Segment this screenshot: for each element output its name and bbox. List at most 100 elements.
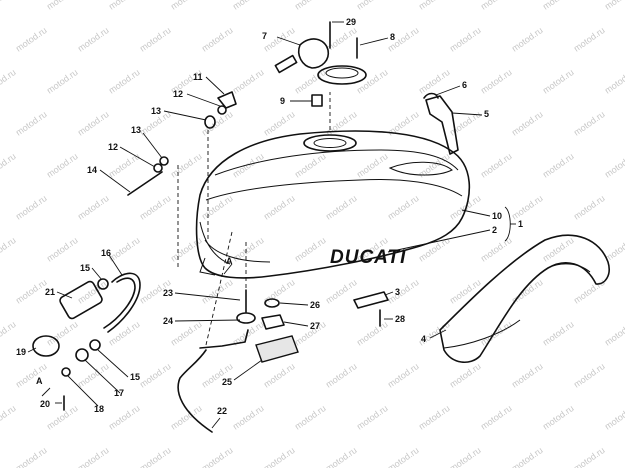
callout-27: 27 (310, 321, 320, 331)
watermark-text: motod.ru (417, 0, 452, 12)
clamp-15 (97, 278, 109, 290)
callout-18: 18 (94, 404, 104, 414)
fuel-tank: DUCATI (195, 130, 471, 279)
watermark-text: motod.ru (479, 403, 514, 432)
callout-13b: 13 (131, 125, 141, 135)
watermark-text: motod.ru (107, 403, 142, 432)
watermark-text: motod.ru (572, 445, 607, 468)
callout-25: 25 (222, 377, 232, 387)
watermark-text: motod.ru (231, 67, 266, 96)
watermark-text: motod.ru (324, 277, 359, 306)
bush-13 (204, 115, 216, 129)
callout-29: 29 (346, 17, 356, 27)
hose-16-inner (103, 277, 136, 329)
seat (439, 234, 610, 363)
view-label: A (36, 376, 43, 386)
watermark-text: motod.ru (479, 151, 514, 180)
watermark-text: motod.ru (0, 319, 18, 348)
watermark-text: motod.ru (541, 0, 576, 12)
watermark-text: motod.ru (448, 277, 483, 306)
watermark-text: motod.ru (572, 193, 607, 222)
watermark-text: motod.ru (45, 403, 80, 432)
watermark-text: motod.ru (0, 403, 18, 432)
watermark-text: motod.ru (14, 25, 49, 54)
callout-5: 5 (484, 109, 489, 119)
callout-23: 23 (163, 288, 173, 298)
watermark-text: motod.ru (45, 67, 80, 96)
watermark-text: motod.ru (0, 67, 18, 96)
callout-9: 9 (280, 96, 285, 106)
watermark-text: motod.ru (324, 361, 359, 390)
watermark-text: motod.ru (448, 445, 483, 468)
panel-25 (255, 335, 299, 363)
watermark-text: motod.ru (386, 277, 421, 306)
watermark-text: motod.ru (479, 0, 514, 12)
watermark-text: motod.ru (262, 25, 297, 54)
callout-20: 20 (40, 399, 50, 409)
watermark-text: motod.ru (107, 319, 142, 348)
watermark-text: motod.ru (200, 277, 235, 306)
watermark-text: motod.ru (448, 25, 483, 54)
watermark-text: motod.ru (510, 361, 545, 390)
watermark-text: motod.ru (14, 109, 49, 138)
watermark-text: motod.ru (479, 235, 514, 264)
watermark-text: motod.ru (76, 445, 111, 468)
watermark-text: motod.ru (76, 109, 111, 138)
watermark-text: motod.ru (231, 151, 266, 180)
callout-17: 17 (114, 388, 124, 398)
watermark-text: motod.ru (510, 445, 545, 468)
watermark-text: motod.ru (169, 319, 204, 348)
watermark-text: motod.ru (324, 109, 359, 138)
bolt-14 (127, 171, 163, 196)
watermark-text: motod.ru (603, 319, 625, 348)
watermark-text: motod.ru (355, 403, 390, 432)
watermark-text: motod.ru (324, 193, 359, 222)
callout-14: 14 (87, 165, 97, 175)
watermark-text: motod.ru (293, 0, 328, 12)
clamp-17 (75, 348, 89, 362)
hose-16 (107, 272, 141, 333)
watermark-text: motod.ru (231, 0, 266, 12)
callout-16: 16 (101, 248, 111, 258)
callout-11: 11 (193, 72, 203, 82)
callout-1: 1 (518, 219, 523, 229)
watermark-text: motod.ru (231, 235, 266, 264)
clamp-15b (89, 339, 101, 351)
pin-6 (423, 92, 439, 99)
drain-hose-22 (177, 349, 213, 433)
callout-12: 12 (173, 89, 183, 99)
bracket-11 (217, 91, 237, 109)
watermark-text: motod.ru (138, 445, 173, 468)
watermark-text: motod.ru (14, 193, 49, 222)
callouts: 29 7 8 9 6 5 11 12 13 13 12 14 10 2 1 16… (16, 17, 523, 416)
watermark-text: motod.ru (138, 25, 173, 54)
watermark-text: motod.ru (0, 151, 18, 180)
watermark-text: motod.ru (603, 151, 625, 180)
watermark-text: motod.ru (45, 0, 80, 12)
watermark-text: motod.ru (138, 361, 173, 390)
watermark-text: motod.ru (572, 25, 607, 54)
watermark-text: motod.ru (324, 445, 359, 468)
watermark-text: motod.ru (200, 193, 235, 222)
watermark-text: motod.ru (541, 67, 576, 96)
watermark-text: motod.ru (138, 193, 173, 222)
view-arrow (223, 263, 233, 275)
callout-13: 13 (151, 106, 161, 116)
watermark-text: motod.ru (262, 361, 297, 390)
part-27 (261, 314, 285, 330)
watermark-text: motod.ru (107, 67, 142, 96)
watermark-text: motod.ru (479, 67, 514, 96)
watermark-text: motod.ru (0, 235, 18, 264)
watermark-text: motod.ru (45, 235, 80, 264)
watermark-text: motod.ru (541, 319, 576, 348)
watermark-text: motod.ru (262, 193, 297, 222)
leader-lines (27, 21, 516, 429)
fuel-cap (274, 38, 367, 85)
watermark-text: motod.ru (200, 25, 235, 54)
watermark-text: motod.ru (603, 403, 625, 432)
fuel-filter-21 (59, 280, 103, 320)
callout-22: 22 (217, 406, 227, 416)
watermark-text: motod.ru (386, 445, 421, 468)
watermark-text: motod.ru (293, 403, 328, 432)
